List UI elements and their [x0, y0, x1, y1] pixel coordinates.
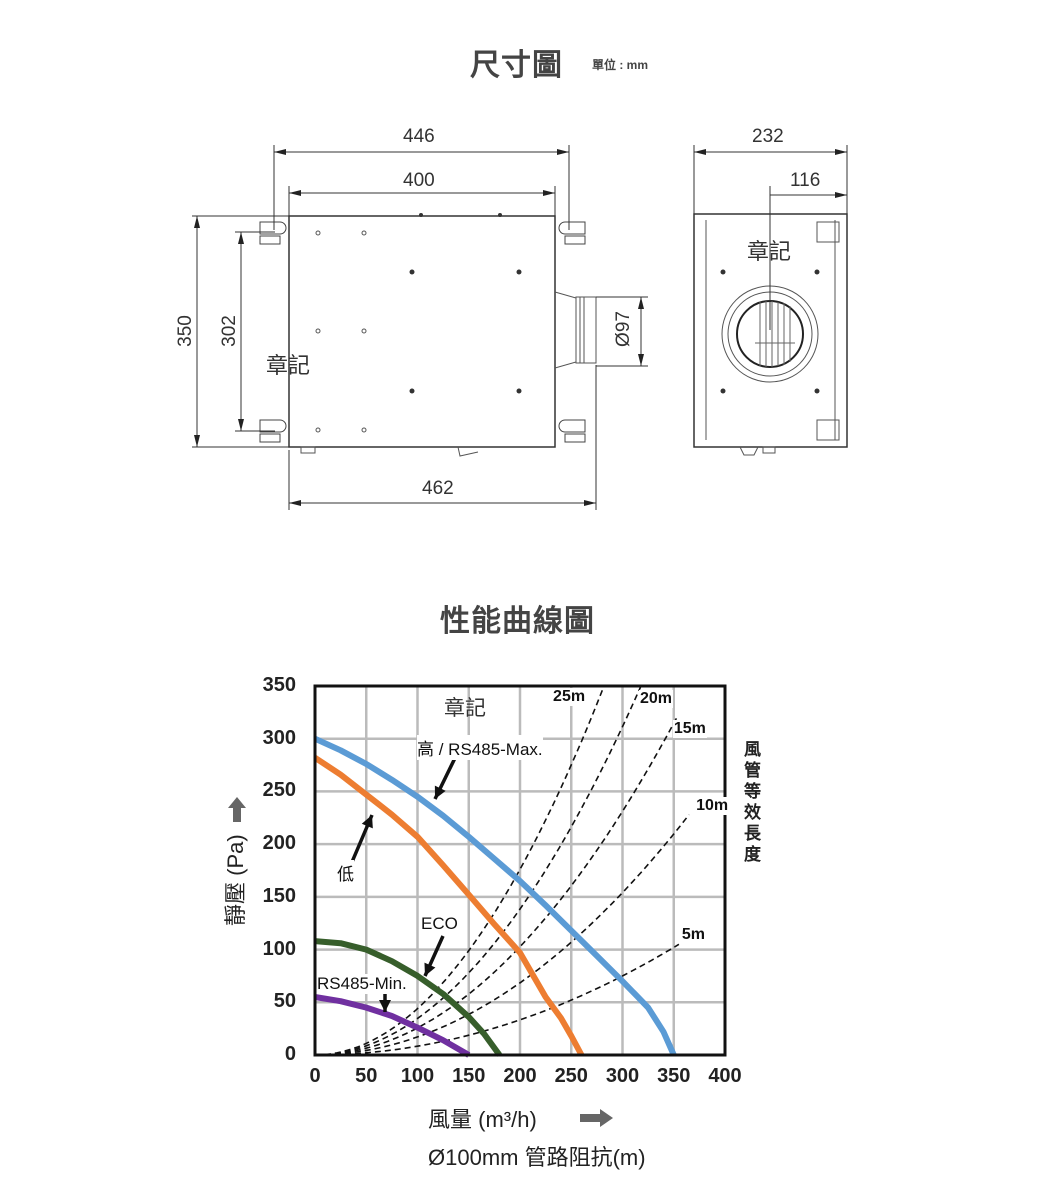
y-tick-label: 100 — [262, 937, 296, 960]
y-tick-label: 0 — [284, 1043, 296, 1065]
duct-curve-label: 15m — [672, 719, 707, 738]
unit-label: 單位 : mm — [592, 58, 649, 72]
y-tick-label: 200 — [262, 832, 296, 855]
up-arrow-icon — [228, 797, 246, 808]
dimension-title: 尺寸圖 — [470, 49, 563, 82]
x-axis-label-secondary: Ø100mm 管路阻抗(m) — [428, 1145, 646, 1170]
duct-curve-label: 5m — [680, 926, 706, 945]
front-view-body — [288, 215, 556, 448]
x-tick-label: 100 — [400, 1065, 435, 1087]
dim-400: 400 — [403, 170, 435, 191]
duct-length-label: 風管等效長度 — [741, 740, 760, 866]
x-tick-label: 150 — [452, 1065, 486, 1087]
arrow-high-icon-head — [434, 785, 446, 799]
watermark: 章記 — [266, 353, 311, 378]
watermark: 章記 — [444, 697, 486, 720]
arrow-eco-icon-head — [424, 962, 436, 976]
series-line-3 — [314, 994, 471, 1058]
x-tick-label: 250 — [554, 1065, 588, 1087]
annotation-min: RS485-Min. — [317, 974, 407, 994]
x-axis-label: 風量 (m³/h) — [428, 1107, 537, 1132]
right-arrow-icon — [600, 1109, 613, 1127]
y-tick-label: 150 — [262, 884, 296, 907]
duct-curve-label: 10m — [695, 796, 730, 815]
right-arrow-shaft — [580, 1114, 600, 1122]
annotation-low: 低 — [337, 860, 354, 885]
y-tick-label: 50 — [273, 990, 296, 1013]
up-arrow-shaft — [233, 808, 241, 822]
x-tick-label: 300 — [605, 1065, 640, 1087]
outlet-collar — [575, 296, 597, 364]
y-axis-label: 靜壓 (Pa) — [223, 834, 248, 926]
duct-curve-10m — [314, 814, 690, 1056]
performance-title: 性能曲線圖 — [440, 605, 595, 638]
plot-frame — [313, 684, 727, 1057]
arrow-low-icon-head — [361, 815, 373, 829]
x-tick-label: 50 — [355, 1065, 378, 1087]
dim-462: 462 — [422, 478, 454, 499]
series-line-0 — [313, 735, 677, 1057]
y-tick-label: 350 — [262, 674, 296, 696]
series-line-2 — [314, 938, 502, 1057]
dim-116: 116 — [790, 170, 821, 191]
duct-curve-label: 25m — [552, 688, 587, 706]
series-line-1 — [313, 755, 585, 1057]
dim-446: 446 — [403, 126, 435, 147]
dim-232: 232 — [752, 126, 784, 147]
y-tick-label: 300 — [262, 726, 296, 749]
x-tick-label: 200 — [503, 1065, 537, 1087]
duct-curve-15m — [314, 717, 678, 1056]
x-tick-label: 400 — [708, 1065, 742, 1087]
y-tick-label: 250 — [262, 779, 296, 802]
x-tick-label: 0 — [309, 1065, 321, 1087]
annotation-eco: ECO — [421, 914, 458, 934]
watermark: 章記 — [747, 239, 792, 264]
duct-curve-20m — [314, 685, 642, 1056]
x-tick-label: 350 — [657, 1065, 691, 1087]
mount-flanges — [259, 221, 586, 443]
annotation-high: 高 / RS485-Max. — [417, 735, 543, 760]
duct-curve-label: 20m — [638, 690, 673, 708]
arrow-min-icon-head — [379, 1000, 391, 1012]
